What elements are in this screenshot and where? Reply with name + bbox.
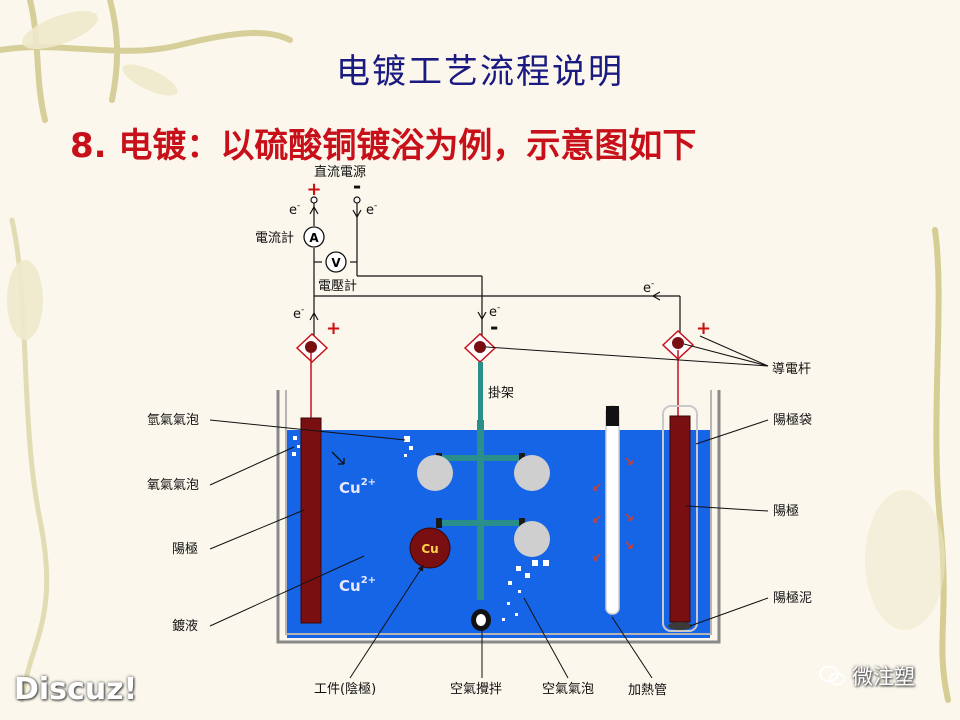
anode-bag-label: 陽極袋 [773, 412, 812, 428]
power-minus-sign: - [353, 174, 361, 198]
anode-left-plus-sign: + [326, 318, 341, 339]
electron-label-right-wire: e- [643, 279, 654, 296]
forum-watermark: Discuz! [14, 672, 138, 707]
hydrogen-bubbles-label: 氫氣氣泡 [147, 413, 199, 428]
slide-subtitle: 8. 电镀：以硫酸铜镀浴为例，示意图如下 [70, 126, 697, 166]
heater-cap [606, 406, 619, 426]
ammeter-symbol: A [309, 231, 319, 245]
anode-left [300, 417, 322, 624]
heat-arrows [593, 457, 633, 561]
copper-atom-symbol: Cu [421, 542, 438, 556]
negative-terminal [353, 196, 361, 204]
gas-bubbles [292, 436, 549, 621]
ion-migration-arrow [331, 451, 345, 465]
electron-label-top-left: e- [289, 201, 300, 218]
voltmeter-label: 電壓計 [318, 278, 357, 294]
oxygen-bubbles-label: 氧氣氣泡 [147, 478, 199, 493]
copper-ion-label-bottom: Cu2+ [339, 575, 376, 595]
leaf-shapes [7, 11, 945, 630]
electron-label-cathode-wire: e- [489, 303, 500, 320]
workpiece-top-left [417, 455, 453, 491]
clamp-right [661, 329, 695, 361]
bottom-leader-lines [349, 564, 653, 679]
heater-tube [605, 405, 620, 615]
rack [440, 362, 522, 600]
anode-right-plus-sign: + [696, 318, 711, 339]
slide-title: 电镀工艺流程说明 [336, 52, 624, 92]
conductive-rod-leaders [485, 335, 769, 367]
heater-tube-label: 加熱管 [628, 683, 667, 698]
wechat-account-name: 微注塑 [852, 665, 915, 689]
right-leader-lines [685, 419, 769, 627]
electron-label-top-right: e- [366, 201, 377, 218]
anode-left-label: 陽極 [172, 541, 198, 557]
positive-terminal [310, 196, 318, 204]
rack-label: 掛架 [488, 386, 514, 401]
hanger-wires [310, 350, 679, 418]
electron-flow-arrow-cathode [477, 311, 487, 321]
power-plus-sign: + [306, 179, 321, 200]
workpiece-bottom-right [514, 521, 550, 557]
wechat-icon [819, 666, 845, 686]
left-leader-lines [209, 419, 406, 627]
anode-sludge-deposit [668, 622, 692, 630]
power-source-label: 直流電源 [314, 165, 366, 180]
anode-sludge-label: 陽極泥 [773, 590, 812, 606]
workpiece-cathode-label: 工件(陰極) [314, 681, 376, 697]
copper-atom-icon [409, 527, 451, 569]
wechat-watermark: 微注塑 [818, 660, 942, 692]
electron-flow-arrow-right [651, 291, 661, 301]
workpiece-top-right [514, 455, 550, 491]
plating-solution [287, 430, 710, 638]
anode-right-label: 陽極 [773, 503, 799, 519]
ammeter-label: 電流計 [255, 230, 294, 246]
clamp-left [295, 332, 329, 364]
ammeter-icon [303, 226, 325, 248]
electron-flow-arrow-up [309, 205, 319, 215]
air-agitation-nozzle-opening [476, 614, 486, 626]
vine-decoration-right [932, 227, 951, 703]
anode-right [669, 415, 691, 623]
electron-flow-arrow-anode [309, 311, 319, 321]
voltmeter-symbol: V [331, 256, 341, 270]
plating-solution-label: 鍍液 [172, 618, 198, 634]
air-bubbles-label: 空氣氣泡 [542, 682, 594, 697]
plating-tank-inner-wall [285, 390, 712, 635]
cathode-minus-sign: - [490, 315, 498, 339]
conductive-rod-label: 導電杆 [772, 362, 811, 377]
electron-flow-arrow-down [352, 209, 362, 219]
circuit-wires [313, 203, 681, 338]
voltmeter-icon [325, 251, 347, 273]
anode-bag [662, 405, 698, 632]
electron-label-anode-wire: e- [293, 305, 304, 322]
copper-ion-label-top: Cu2+ [339, 477, 376, 497]
air-agitation-label: 空氣攪拌 [450, 682, 502, 697]
plating-tank [276, 390, 721, 644]
